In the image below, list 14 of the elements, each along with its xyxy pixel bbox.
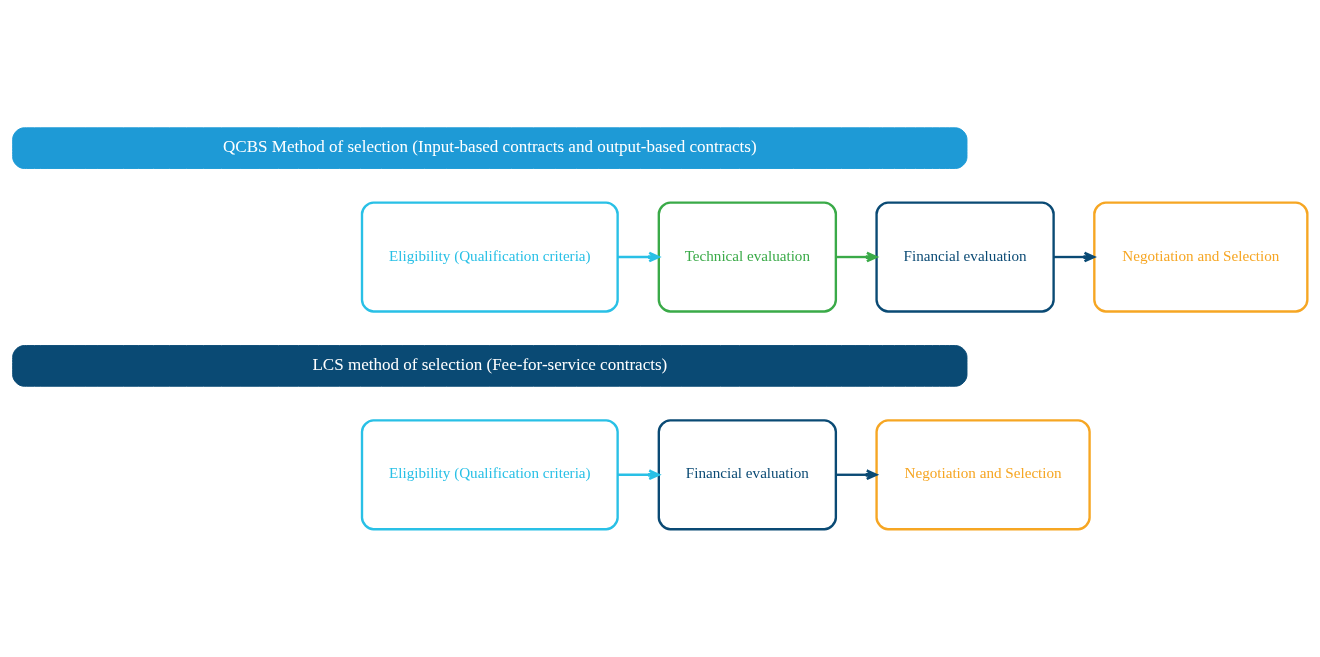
node-box: Eligibility (Qualification criteria) xyxy=(360,201,619,313)
node-box: Technical evaluation xyxy=(657,201,838,313)
node-box: Negotiation and Selection xyxy=(1093,201,1309,313)
arrow xyxy=(617,469,660,481)
node-box: QCBS Method of selection (Input-based contracts and output-based contracts) xyxy=(12,127,968,169)
arrow xyxy=(1053,251,1096,263)
node-box: Eligibility (Qualification criteria) xyxy=(360,419,619,531)
arrow xyxy=(617,251,660,263)
node-box: Financial evaluation xyxy=(657,419,838,531)
arrow xyxy=(836,469,878,481)
arrow xyxy=(836,251,878,263)
node-box: LCS method of selection (Fee-for-service contracts) xyxy=(12,345,968,387)
node-box: Financial evaluation xyxy=(875,201,1055,313)
node-box: Negotiation and Selection xyxy=(875,419,1091,531)
